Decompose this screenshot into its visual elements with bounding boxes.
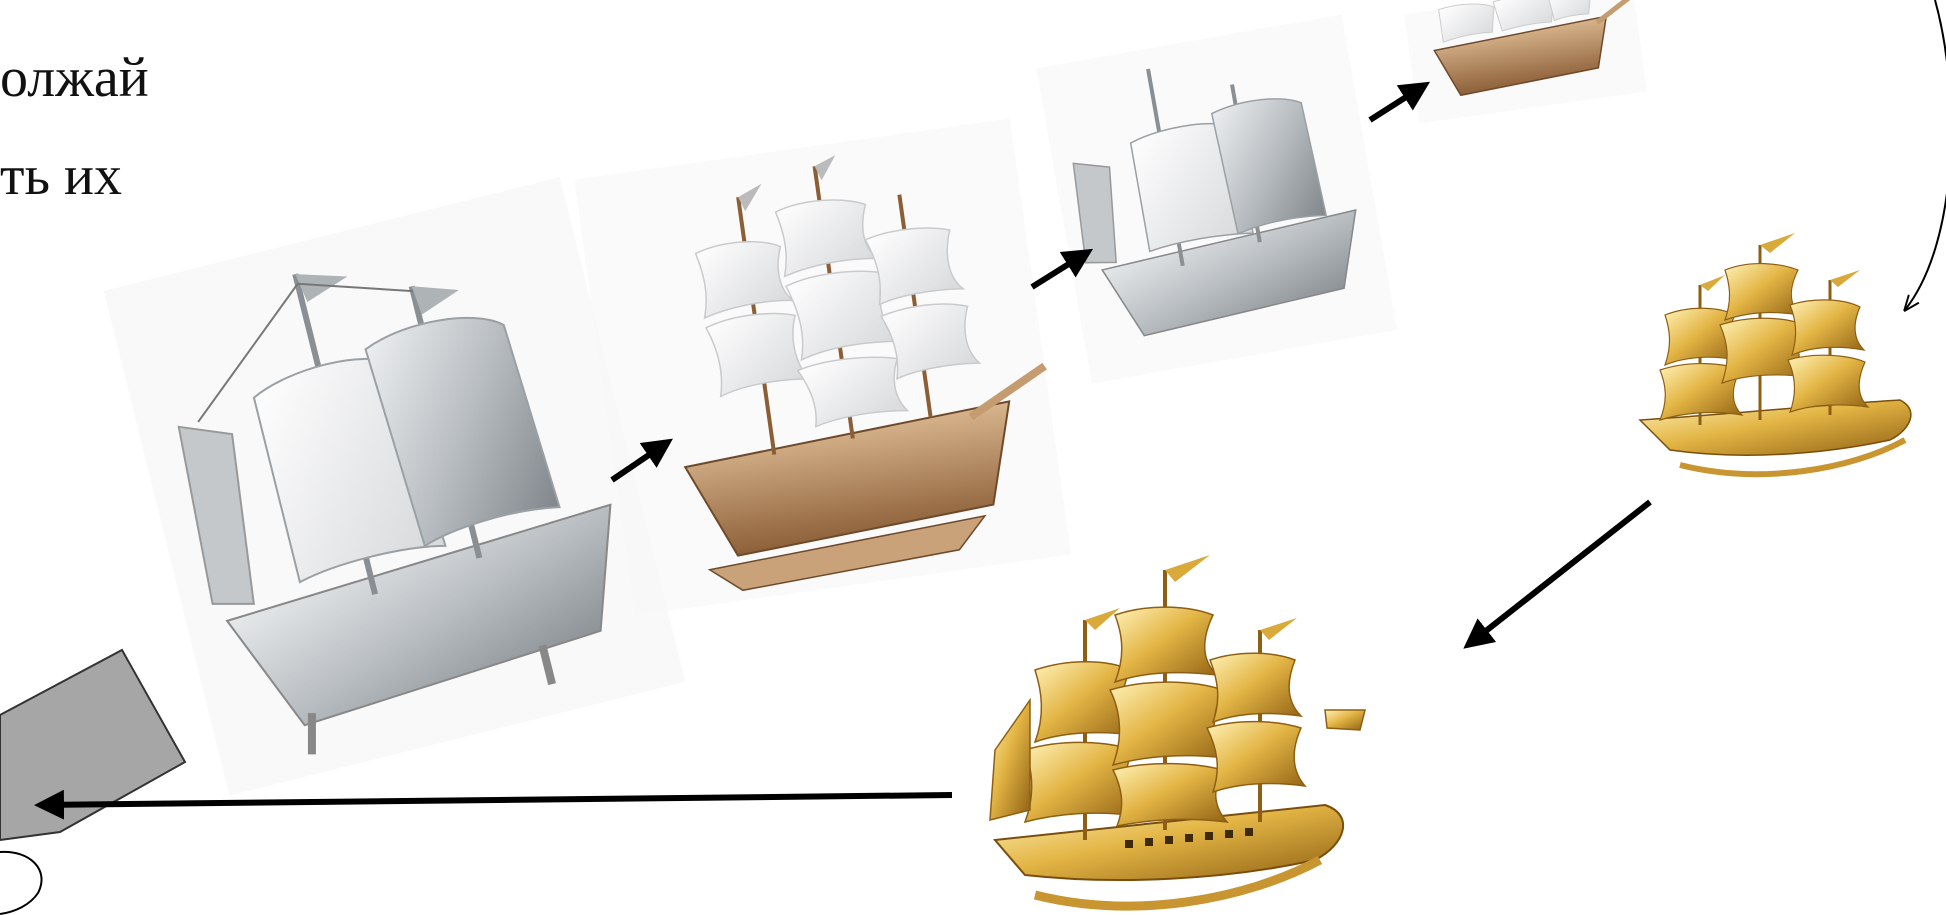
small-golden-ship xyxy=(1640,233,1911,474)
large-golden-ship xyxy=(990,555,1365,906)
small-silver-ship xyxy=(1036,14,1397,383)
arrow-to-gray-box xyxy=(40,795,952,805)
curved-arrow-to-golden xyxy=(1905,0,1946,310)
arrow-small-gold-to-large-gold xyxy=(1468,502,1650,645)
wooden-ship xyxy=(574,119,1071,616)
gray-box xyxy=(0,650,185,914)
tiny-wooden-ship xyxy=(1404,0,1647,123)
